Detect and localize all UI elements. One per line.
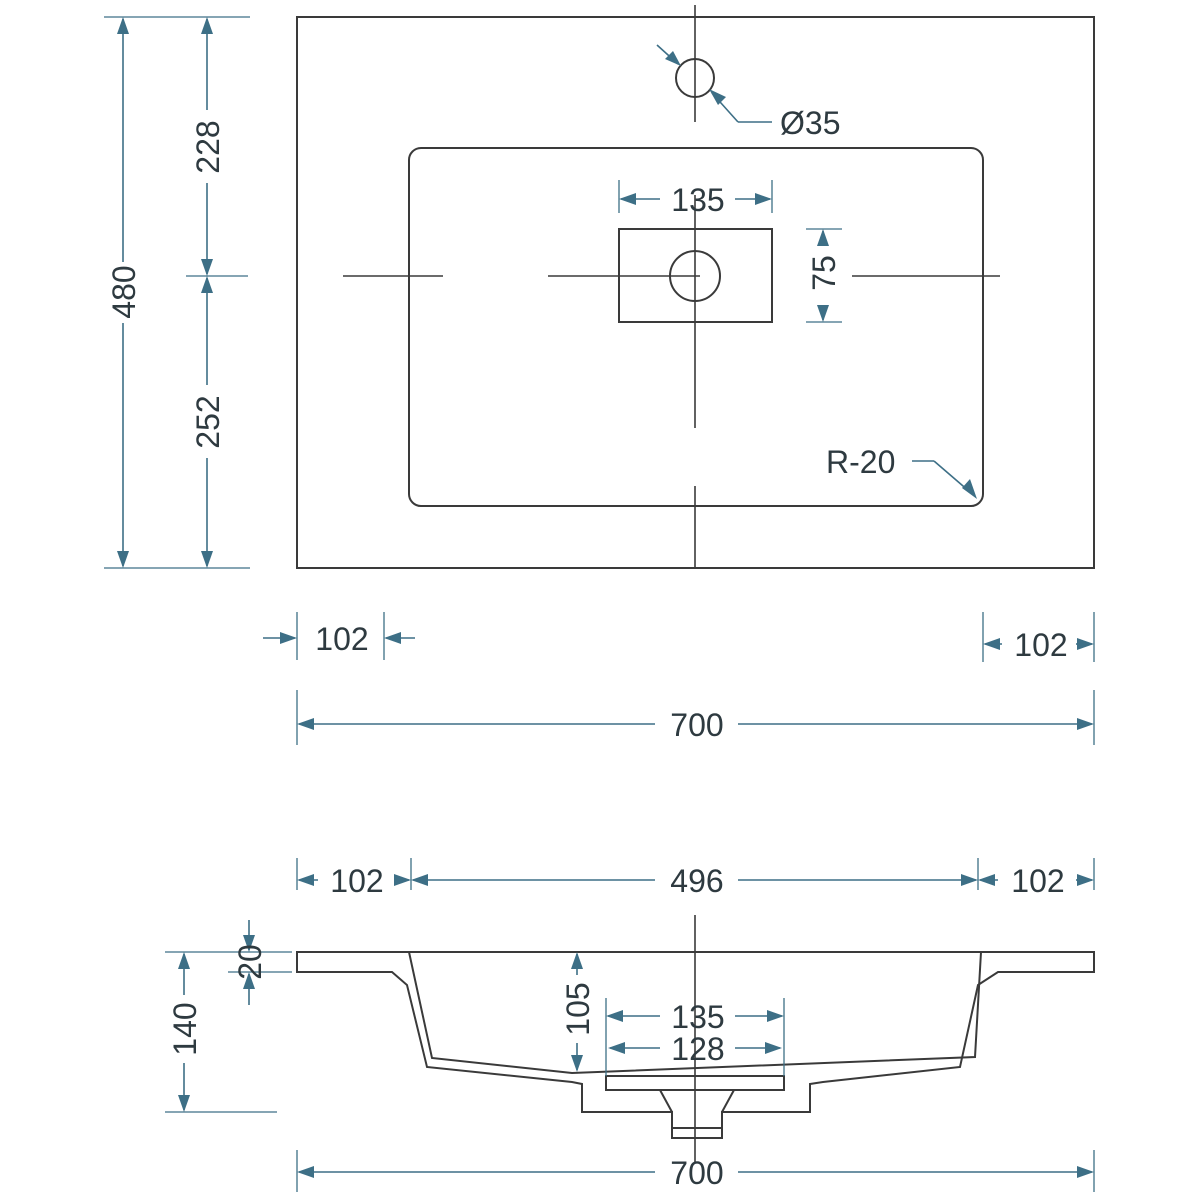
dimension-480: 480: [106, 17, 142, 568]
dimension-depth-105: 105: [560, 952, 596, 1072]
drain-outlet: [659, 1089, 735, 1129]
dimension-section-left-rim: 102: [297, 863, 411, 899]
section-view: 102 496 102 20: [165, 858, 1095, 1192]
label-right-rim: 102: [1014, 627, 1067, 663]
dimension-height-140: 140: [165, 951, 277, 1113]
label-outlet-outer: 135: [671, 999, 724, 1035]
dimension-left-rim-102: 102: [263, 612, 415, 660]
dimension-252: 252: [190, 276, 226, 568]
label-228: 228: [190, 120, 226, 173]
label-overall-height: 140: [167, 1002, 203, 1055]
label-overflow-width: 135: [671, 182, 724, 218]
dimension-overflow-75: 75: [806, 228, 842, 323]
label-corner-radius: R-20: [826, 444, 895, 480]
label-section-overall-width: 700: [670, 1155, 723, 1191]
basin-section-inner: [408, 951, 982, 1075]
label-left-rim: 102: [315, 621, 368, 657]
label-252: 252: [190, 395, 226, 448]
dimension-tap-hole: Ø35: [656, 44, 840, 141]
label-section-basin-width: 496: [670, 863, 723, 899]
dimension-section-width-700: 700: [296, 1150, 1095, 1192]
dimension-overflow-135: 135: [618, 180, 773, 218]
basin-outline: [408, 147, 984, 507]
dimension-right-rim-102: 102: [982, 612, 1095, 663]
dimension-corner-radius: R-20: [826, 444, 977, 499]
label-480: 480: [106, 265, 142, 318]
dimension-outlet-135: 135: [605, 998, 785, 1076]
label-section-left-rim: 102: [330, 863, 383, 899]
basin-section-outer: [296, 951, 1095, 1139]
label-outlet-inner: 128: [671, 1031, 724, 1067]
label-overflow-height: 75: [806, 255, 842, 291]
top-view: 480 228 252 Ø35: [104, 5, 1095, 745]
label-rim-thickness: 20: [232, 944, 268, 980]
label-section-right-rim: 102: [1011, 863, 1064, 899]
dimension-section-right-rim: 102: [978, 863, 1094, 899]
dimension-section-basin: 496: [411, 863, 978, 899]
dimension-outlet-128: 128: [608, 1031, 782, 1067]
dimension-width-700: 700: [296, 690, 1095, 745]
dimension-rim-thickness-20: 20: [228, 920, 292, 1005]
dimension-228: 228: [190, 17, 226, 276]
label-tap-diameter: Ø35: [780, 105, 840, 141]
label-overall-width: 700: [670, 707, 723, 743]
label-bowl-depth: 105: [560, 982, 596, 1035]
